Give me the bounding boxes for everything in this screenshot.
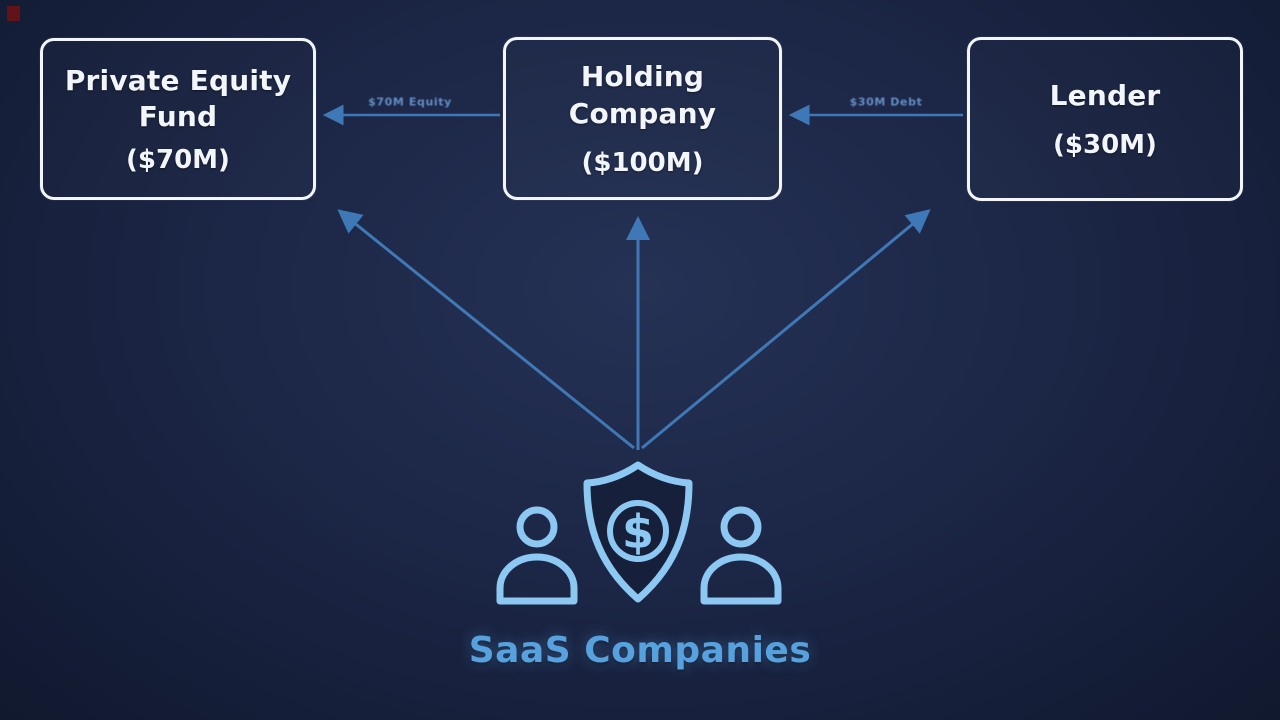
- dollar-symbol: $: [622, 505, 654, 559]
- node-label: Private Equity Fund: [64, 63, 292, 133]
- corner-artifact: [7, 6, 20, 21]
- saas-companies-label: SaaS Companies: [468, 630, 812, 671]
- edge-label-equity: $70M Equity: [368, 95, 452, 109]
- node-label: Lender: [1049, 78, 1161, 112]
- node-amount: ($30M): [1053, 130, 1157, 161]
- saas-icon-group: [496, 461, 782, 605]
- node-label: Holding Company: [568, 60, 717, 130]
- shield-dollar-icon: [583, 461, 693, 603]
- node-amount: ($70M): [126, 145, 230, 176]
- user-icon-left: [496, 506, 578, 605]
- user-icon-right: [700, 506, 782, 605]
- arrow-saas-to-pe: [337, 209, 635, 450]
- node-holding-company: Holding Company ($100M): [503, 37, 782, 200]
- node-lender: Lender ($30M): [967, 37, 1243, 201]
- node-amount: ($100M): [581, 147, 704, 178]
- node-private-equity-fund: Private Equity Fund ($70M): [40, 38, 316, 200]
- arrow-saas-to-lender: [641, 209, 931, 450]
- edge-label-debt: $30M Debt: [849, 95, 923, 109]
